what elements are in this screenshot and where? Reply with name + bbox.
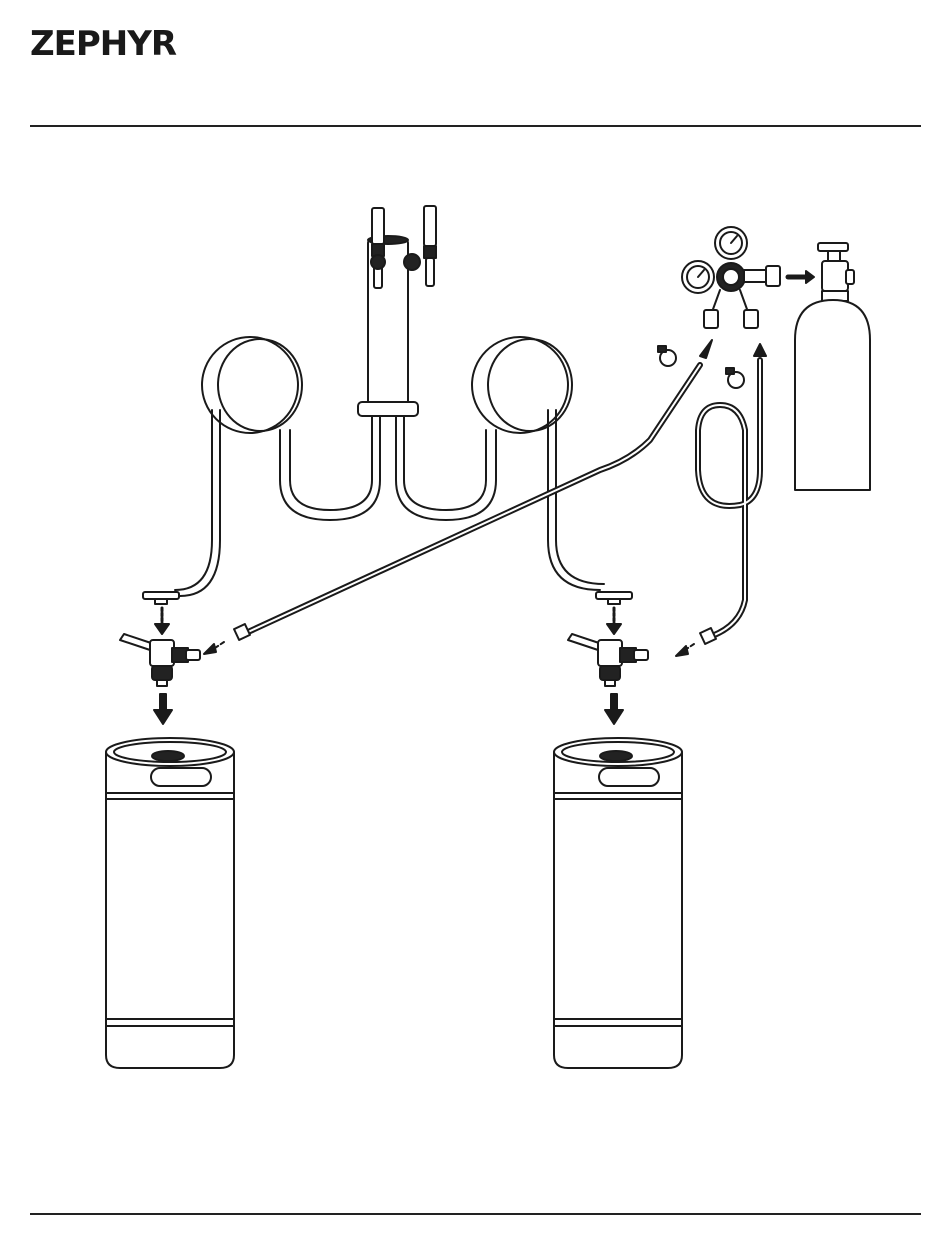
hose-clamp-2 [726, 368, 744, 388]
co2-regulator [682, 227, 780, 328]
beer-line-coil-left [143, 337, 380, 604]
keg-coupler-right [568, 634, 648, 686]
arrow-beerline-down-right [607, 608, 621, 634]
keg-coupler-left [120, 634, 200, 686]
arrow-head-left [204, 644, 216, 654]
keg-right [554, 738, 682, 1068]
arrow-coupler-to-keg-right [605, 694, 623, 724]
dual-tap-tower [358, 206, 436, 416]
arrow-up-gasline-right [754, 344, 766, 356]
arrow-coupler-to-keg-left [154, 694, 172, 724]
regulator-arrow-head [806, 271, 814, 283]
arrow-beerline-down-left [155, 608, 169, 634]
arrow-head-right [676, 646, 688, 656]
keg-left [106, 738, 234, 1068]
gas-line-right [698, 360, 760, 644]
hose-clamp-1 [658, 346, 676, 366]
arrow-up-left-gasline [700, 340, 712, 358]
